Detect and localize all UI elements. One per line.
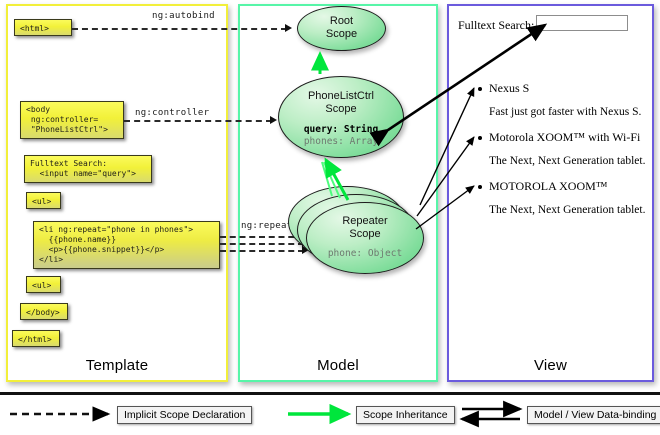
- column-label-view: View: [533, 357, 568, 374]
- view-phone-title-0: Nexus S: [489, 81, 530, 95]
- code-block-ul-close: <ul>: [26, 276, 61, 293]
- fulltext-search-input[interactable]: [536, 15, 628, 31]
- connector-label-ng-repeat: ng:repeat: [241, 221, 293, 231]
- view-phone-snippet-2: The Next, Next Generation tablet.: [489, 204, 646, 216]
- view-phone-snippet-1: The Next, Next Generation tablet.: [489, 155, 646, 167]
- legend-label-implicit-scope-declaration: Implicit Scope Declaration: [117, 406, 253, 424]
- connector-line-ng-repeat-3: [220, 250, 304, 252]
- legend-divider: [0, 392, 660, 395]
- scope-repeater-title-line2: Scope: [349, 228, 381, 240]
- scope-repeater-prop-phone: phone: Object: [327, 248, 403, 259]
- code-block-body-controller: <body ng:controller= "PhoneListCtrl">: [20, 101, 124, 139]
- connector-line-ng-repeat-1: [220, 236, 304, 238]
- view-phone-title-2: MOTOROLA XOOM™: [489, 179, 608, 193]
- connector-line-ng-autobind: [72, 28, 287, 30]
- connector-arrow-ng-repeat-3: [302, 246, 309, 254]
- scope-root-title-line2: Scope: [325, 28, 358, 40]
- code-block-ul-open: <ul>: [26, 192, 61, 209]
- connector-line-ng-repeat-2: [220, 243, 304, 245]
- column-label-template: Template: [85, 357, 149, 374]
- scope-phonelistctrl-title-line1: PhoneListCtrl: [307, 90, 375, 102]
- scope-phonelistctrl: PhoneListCtrl Scope query: String phones…: [278, 76, 404, 158]
- view-phone-title-1: Motorola XOOM™ with Wi-Fi: [489, 130, 641, 144]
- scope-phonelistctrl-prop-query: query: String: [303, 124, 379, 135]
- connector-label-ng-controller: ng:controller: [135, 108, 210, 118]
- code-block-html-open: <html>: [14, 19, 72, 36]
- scope-root: Root Scope: [297, 6, 386, 51]
- legend-label-scope-inheritance: Scope Inheritance: [356, 406, 455, 424]
- code-block-fulltext-search: Fulltext Search: <input name="query">: [24, 155, 152, 183]
- code-block-body-close: </body>: [20, 303, 68, 320]
- view-search-label: Fulltext Search:: [458, 18, 535, 32]
- connector-line-ng-controller: [124, 120, 272, 122]
- code-block-html-close: </html>: [12, 330, 60, 347]
- connector-label-ng-autobind: ng:autobind: [152, 11, 215, 21]
- connector-arrow-ng-controller: [270, 116, 277, 124]
- scope-phonelistctrl-title-line2: Scope: [325, 103, 357, 115]
- code-block-li-repeat: <li ng:repeat="phone in phones"> {{phone…: [33, 221, 220, 269]
- view-bullet-1: [478, 136, 482, 140]
- scope-repeater: Repeater Scope phone: Object: [306, 202, 424, 274]
- view-bullet-0: [478, 87, 482, 91]
- legend-label-model-view-data-binding: Model / View Data-binding: [527, 406, 660, 424]
- scope-repeater-title-line1: Repeater: [342, 215, 388, 227]
- scope-root-title-line1: Root: [329, 15, 354, 27]
- connector-arrow-ng-autobind: [285, 24, 292, 32]
- scope-phonelistctrl-prop-phones: phones: Array: [303, 136, 379, 147]
- column-label-model: Model: [317, 357, 359, 374]
- view-bullet-2: [478, 185, 482, 189]
- view-phone-snippet-0: Fast just got faster with Nexus S.: [489, 106, 642, 118]
